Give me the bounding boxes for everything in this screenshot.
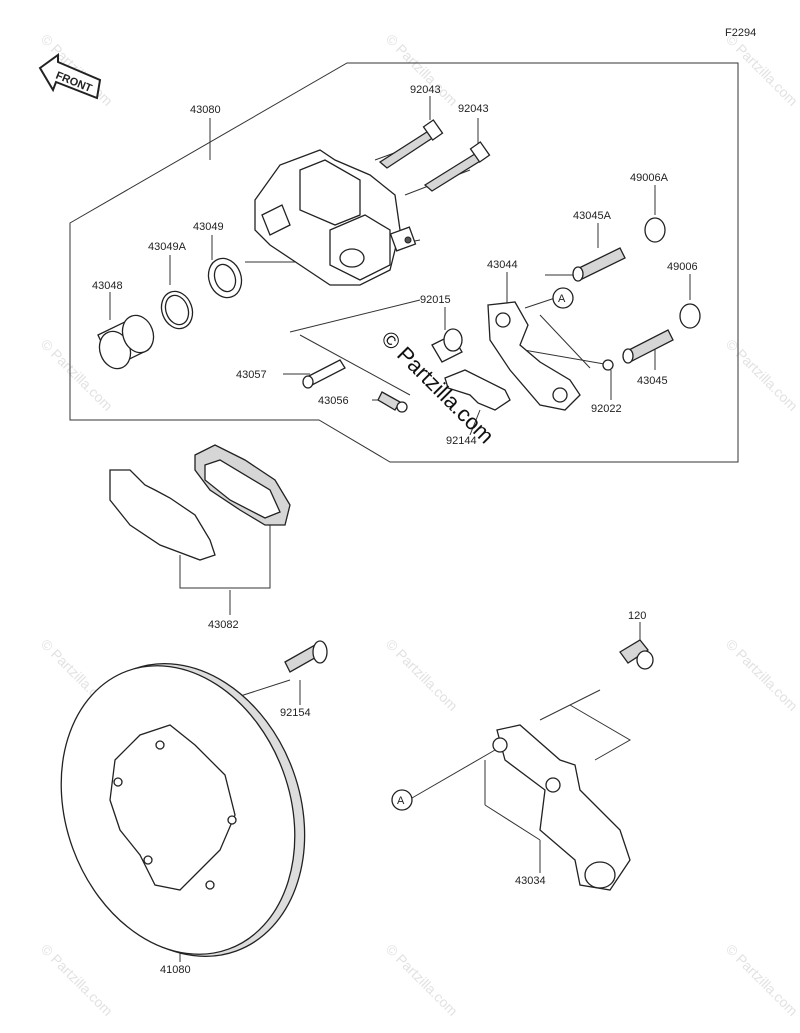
pad-spring [444, 369, 511, 411]
brake-disc [60, 663, 306, 957]
part-number-label: 92043 [410, 84, 441, 96]
callout-label: A [397, 795, 405, 807]
figure-code: F2294 [725, 27, 756, 39]
brake-pads [109, 444, 291, 561]
caliper-pins [378, 119, 491, 192]
part-number-label: 92144 [446, 435, 477, 447]
callout-label: A [558, 293, 566, 305]
watermark: © Partzilla.com [723, 941, 800, 1019]
watermark: © Partzilla.com [38, 941, 116, 1019]
part-number-label: 43045 [637, 375, 668, 387]
part-number-label: 43056 [318, 395, 349, 407]
watermark: © Partzilla.com [383, 636, 461, 714]
part-number-label: 43048 [92, 280, 123, 292]
part-number-label: 92154 [280, 707, 311, 719]
part-number-label: 43080 [190, 104, 221, 116]
watermark: © Partzilla.com [723, 31, 800, 109]
part-number-label: 92015 [420, 294, 451, 306]
part-number-label: 41080 [160, 964, 191, 976]
watermark: © Partzilla.com [723, 336, 800, 414]
part-number-label: 43082 [208, 619, 239, 631]
torque-arm [492, 639, 654, 891]
watermark: © Partzilla.com [383, 31, 461, 109]
part-number-label: 92022 [591, 403, 622, 415]
part-number-label: 43049 [193, 221, 224, 233]
bleeder-valve [302, 359, 408, 413]
part-number-label: 120 [628, 610, 646, 622]
part-number-label: 43057 [236, 369, 267, 381]
part-number-label: 43049A [148, 241, 187, 253]
part-number-label: 43034 [515, 875, 546, 887]
slide-pins [572, 217, 701, 371]
piston-seals [97, 257, 243, 370]
caliper-body [254, 149, 417, 286]
sleeve [431, 328, 463, 363]
assembly-boundary [69, 62, 739, 463]
watermark: © Partzilla.com [723, 636, 800, 714]
watermark: © Partzilla.com [383, 941, 461, 1019]
callout-a-bottom: A [391, 789, 413, 811]
part-number-label: 92043 [458, 103, 489, 115]
callout-a-top: A [552, 287, 574, 309]
part-labels: 43080 92043 92043 43049 43049A 43048 490… [92, 84, 698, 976]
part-number-label: 49006 [667, 261, 698, 273]
disc-bolt [284, 640, 328, 673]
part-number-label: 49006A [630, 172, 669, 184]
caliper-bracket [487, 301, 581, 411]
part-number-label: 43045A [573, 210, 612, 222]
part-number-label: 43044 [487, 259, 518, 271]
